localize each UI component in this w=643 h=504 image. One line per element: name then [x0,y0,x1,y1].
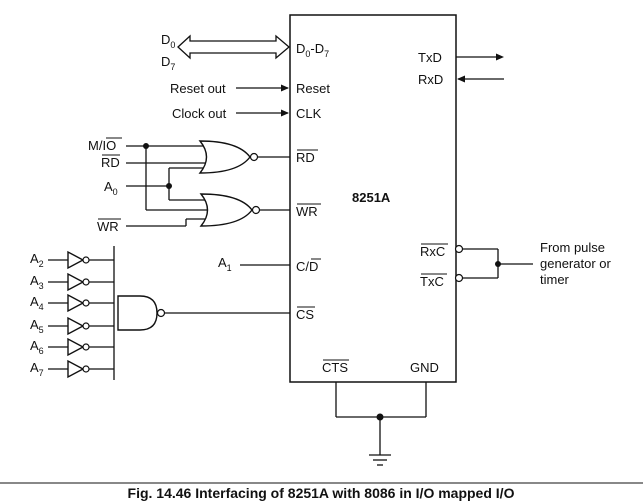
pin-data-bus-label: D0-D7 [296,41,329,59]
chip-8251a-body [289,14,457,383]
signal-reset-out-label: Reset out [170,81,226,96]
signal-a3-label: A3 [30,273,44,291]
signal-a5-label: A5 [30,317,44,335]
pin-wr-label: WR [296,204,318,219]
signal-a2-label: A2 [30,251,44,269]
a0-junction [166,183,172,189]
signal-a1-label: A1 [218,255,232,273]
signal-a7-label: A7 [30,360,44,378]
pin-cd-label: C/D [296,259,318,274]
reset-arrowhead [281,84,289,92]
pulse-source-line-1: From pulse [540,240,605,255]
pulse-source-line-2: generator or [540,256,611,271]
ground-icon [369,454,391,466]
txd-arrowhead [496,53,504,61]
signal-rd-label: RD [101,155,120,170]
pin-txd-label: TxD [418,50,442,65]
chip-name: 8251A [352,190,391,205]
nand-gate [117,295,158,331]
inverter-a7: A7 [30,359,114,379]
inverter-a4: A4 [30,293,114,313]
pin-gnd-label: GND [410,360,439,375]
or-gate-rd-bubble [249,152,259,162]
signal-wr-label: WR [97,219,119,234]
rxd-arrowhead [457,75,465,83]
mio-junction [143,143,149,149]
figure-caption: Fig. 14.46 Interfacing of 8251A with 808… [128,485,515,501]
or-gate-wr [199,193,253,227]
pin-rxc-label: RxC [420,244,445,259]
signal-a6-label: A6 [30,338,44,356]
signal-a0-label: A0 [104,179,118,197]
inverter-a6: A6 [30,337,114,357]
pin-cts-label: CTS [322,360,348,375]
nand-gate-bubble [156,308,166,318]
pin-cs-label: CS [296,307,314,322]
rxc-bubble [454,244,464,254]
data-bus-arrow [177,34,291,60]
pin-clk-label: CLK [296,106,322,121]
inverter-a2: A2 [30,250,114,270]
inverter-a5: A5 [30,316,114,336]
signal-a4-label: A4 [30,294,44,312]
or-gate-rd [198,140,251,174]
clock-arrowhead [281,109,289,117]
signal-d0-label: D0 [161,32,175,50]
pin-rd-label: RD [296,150,315,165]
signal-mio-label: M/IO [88,138,116,153]
pin-reset-label: Reset [296,81,330,96]
pin-rxd-label: RxD [418,72,443,87]
signal-d7-label: D7 [161,54,175,72]
inverter-a3: A3 [30,272,114,292]
pulse-source-line-3: timer [540,272,570,287]
signal-clock-out-label: Clock out [172,106,227,121]
or-gate-wr-bubble [251,205,261,215]
pin-txc-label: TxC [420,274,444,289]
txc-bubble [454,273,464,283]
